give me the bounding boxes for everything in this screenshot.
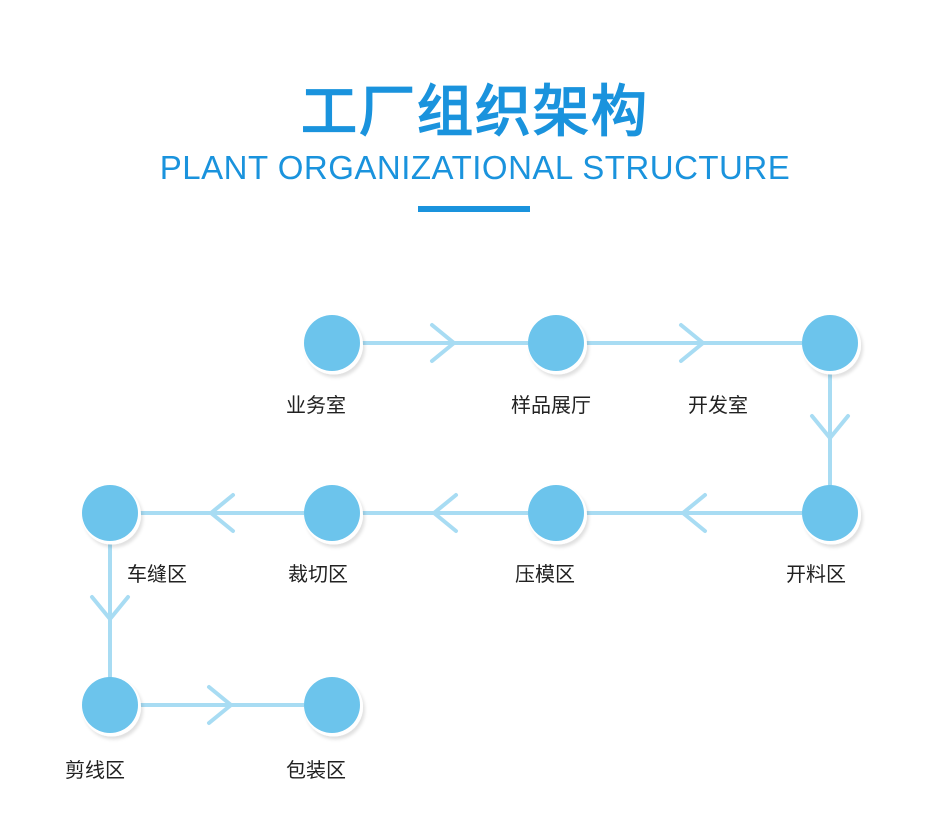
- arrow-chevron-icon: [207, 685, 233, 725]
- node-circle: [304, 315, 360, 371]
- node-circle: [82, 485, 138, 541]
- page-subtitle: PLANT ORGANIZATIONAL STRUCTURE: [159, 149, 791, 186]
- node-n9: [304, 677, 363, 737]
- node-n5: [528, 485, 587, 545]
- node-circle: [802, 315, 858, 371]
- connector-n8-n9: [110, 685, 332, 725]
- arrow-chevron-icon: [679, 323, 705, 363]
- arrow-chevron-icon: [681, 493, 707, 533]
- node-n6: [304, 485, 363, 545]
- node-circle: [802, 485, 858, 541]
- node-n4: [802, 485, 861, 545]
- arrow-chevron-icon: [432, 493, 458, 533]
- node-label: 车缝区: [127, 562, 187, 586]
- page-title: 工厂组织架构: [301, 80, 649, 145]
- node-label: 包装区: [286, 758, 346, 782]
- arrow-chevron-icon: [90, 595, 130, 621]
- node-n7: [82, 485, 141, 545]
- connector-n6-n7: [110, 493, 332, 533]
- node-n8: [82, 677, 141, 737]
- connector-n5-n6: [332, 493, 556, 533]
- connector-n2-n3: [556, 323, 830, 363]
- node-label: 剪线区: [65, 758, 125, 782]
- arrow-chevron-icon: [209, 493, 235, 533]
- node-label: 开发室: [688, 393, 748, 417]
- node-n3: [802, 315, 861, 375]
- node-label: 业务室: [286, 393, 346, 417]
- connector-n1-n2: [332, 323, 556, 363]
- title-underline: [418, 206, 530, 212]
- node-circle: [528, 485, 584, 541]
- arrow-chevron-icon: [810, 414, 850, 440]
- node-label: 开料区: [786, 562, 846, 586]
- node-label: 裁切区: [288, 562, 348, 586]
- node-n2: [528, 315, 587, 375]
- connector-n4-n5: [556, 493, 830, 533]
- node-label: 样品展厅: [511, 393, 591, 417]
- connector-n7-n8: [90, 513, 130, 705]
- arrow-chevron-icon: [430, 323, 456, 363]
- nodes-layer: [82, 315, 861, 737]
- node-circle: [304, 677, 360, 733]
- node-circle: [304, 485, 360, 541]
- node-label: 压模区: [515, 562, 575, 586]
- node-circle: [528, 315, 584, 371]
- node-n1: [304, 315, 363, 375]
- edges-layer: [90, 323, 850, 725]
- node-circle: [82, 677, 138, 733]
